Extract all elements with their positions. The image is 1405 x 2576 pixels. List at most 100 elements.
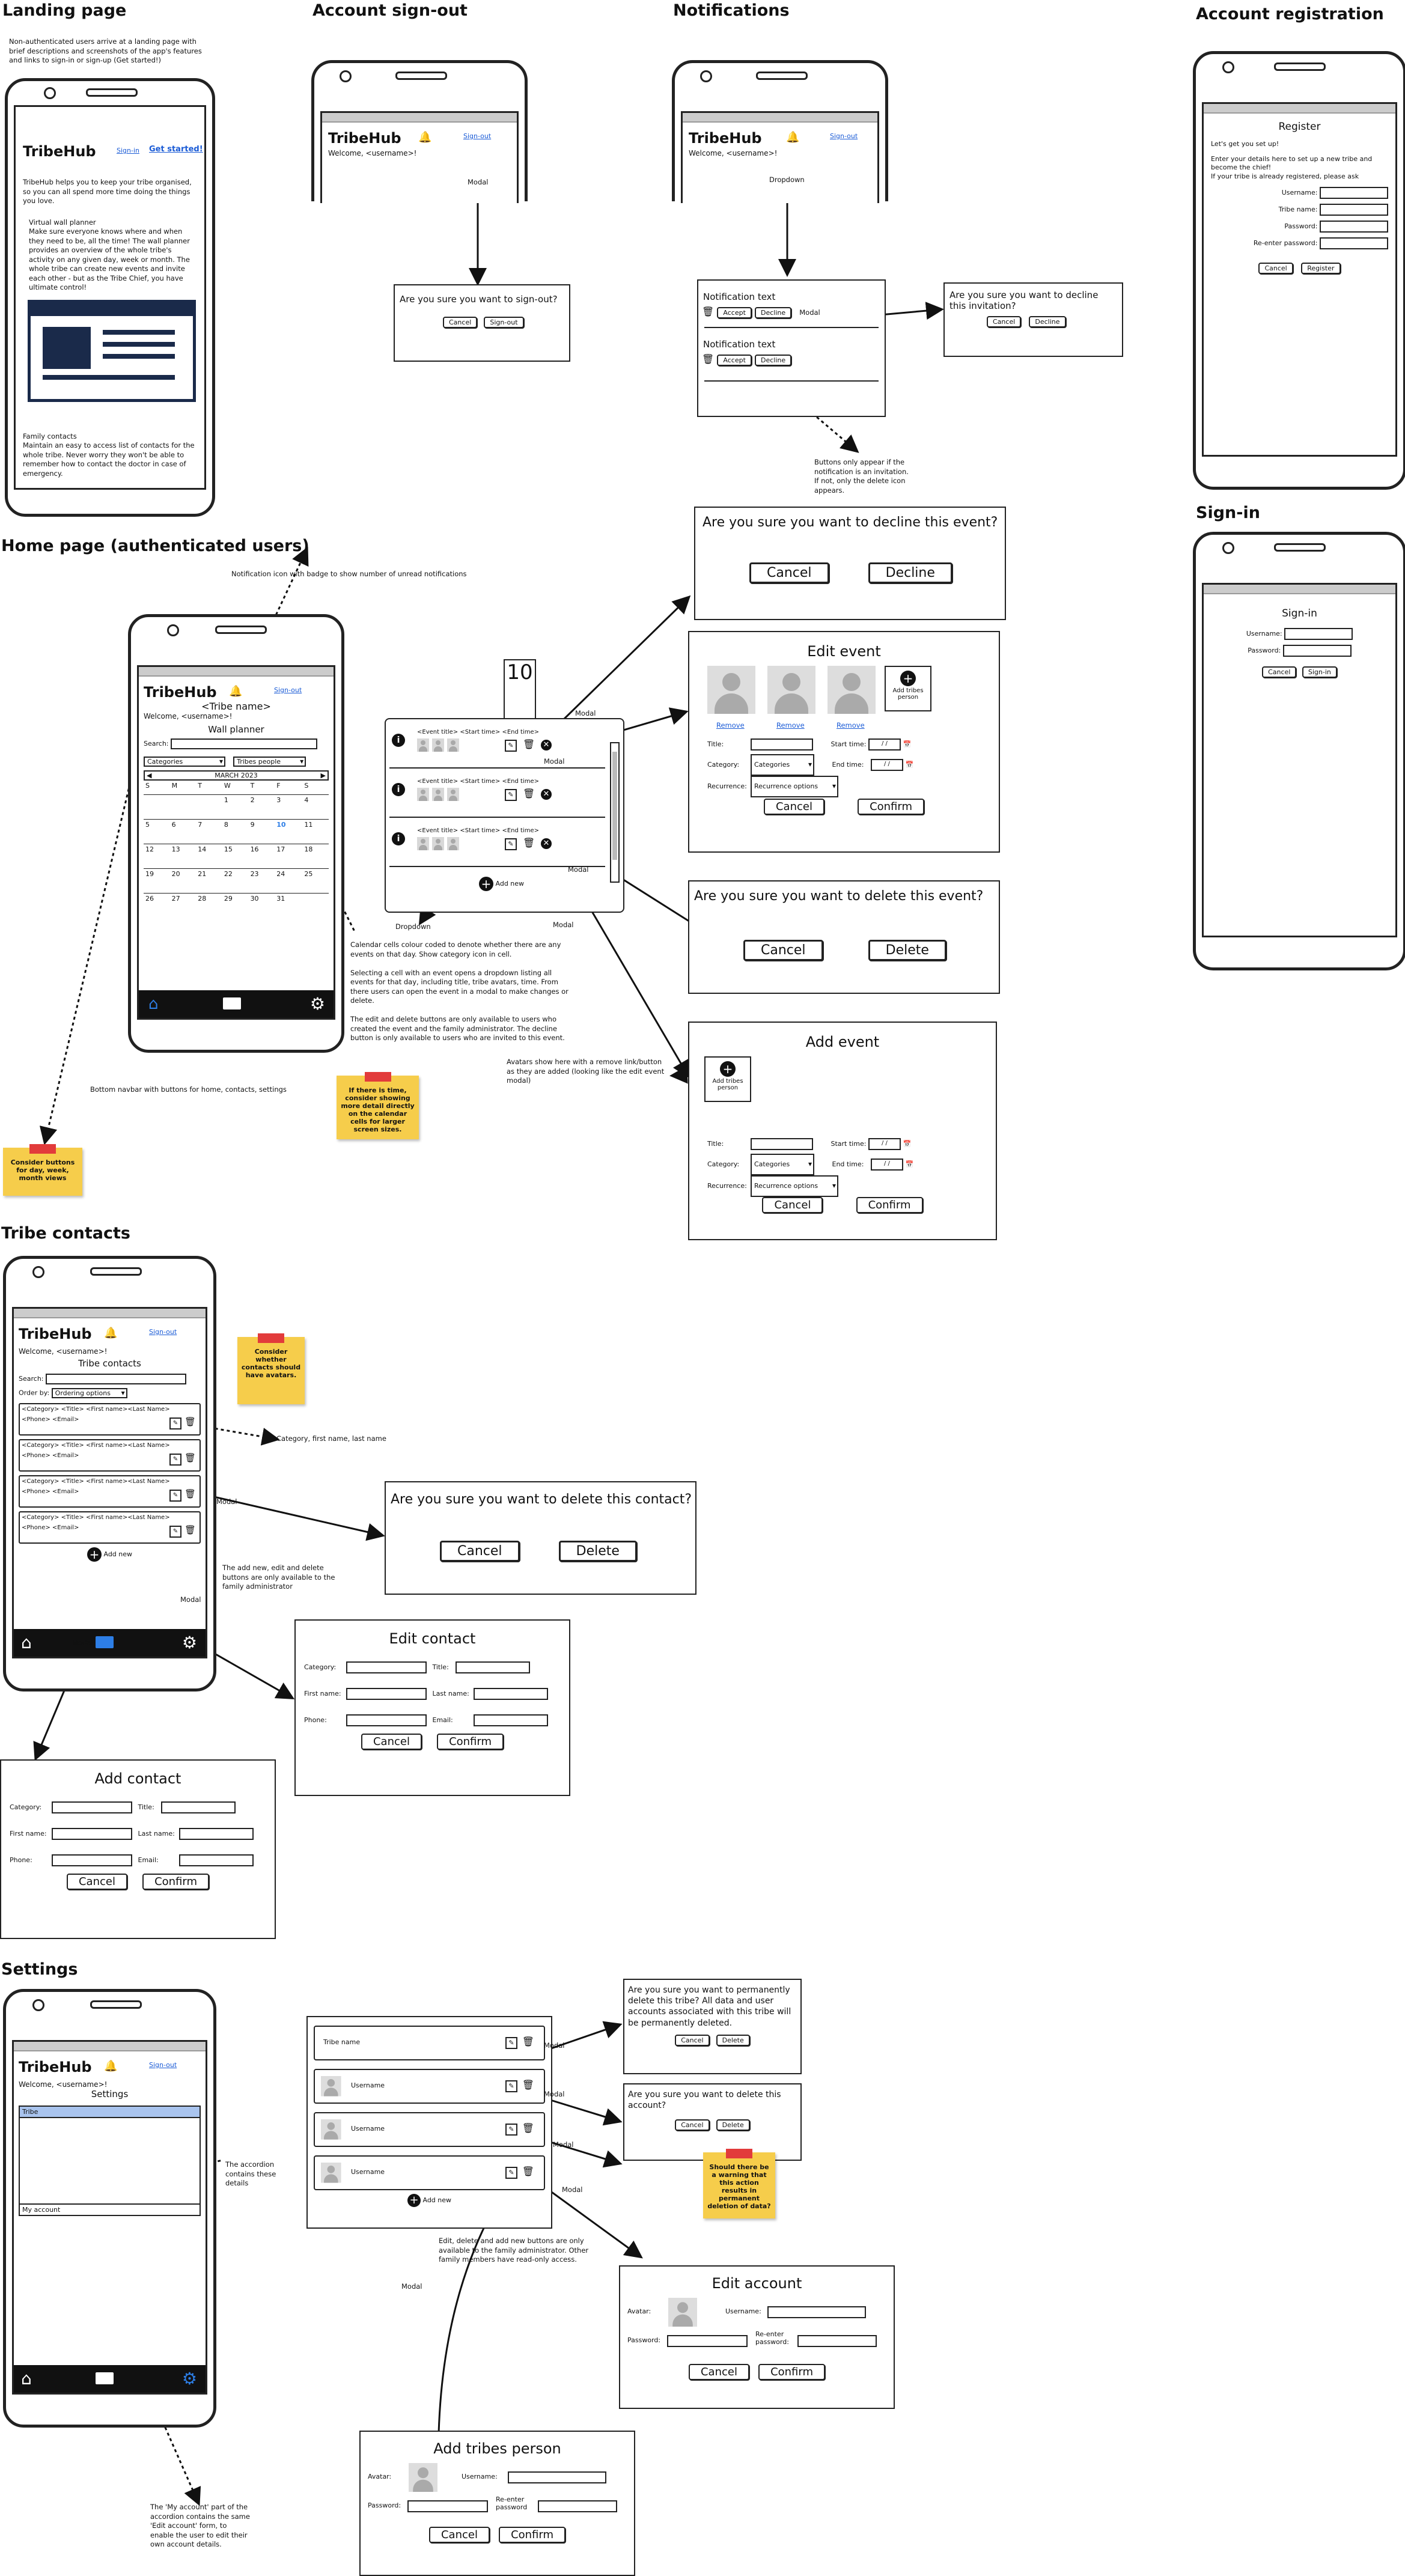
confirm-button[interactable]: Confirm <box>499 2527 566 2543</box>
title-input[interactable] <box>751 1138 813 1150</box>
trash-icon[interactable]: 🗑 <box>702 306 715 317</box>
calendar-day-cell[interactable]: 12 <box>144 844 170 869</box>
get-started-link[interactable]: Get started! <box>149 145 203 154</box>
decline-button[interactable]: Decline <box>1029 316 1066 327</box>
calendar-day-cell[interactable]: 15 <box>222 844 249 869</box>
signout-link[interactable]: Sign-out <box>149 2061 177 2069</box>
trash-icon[interactable]: 🗑 <box>522 2036 534 2047</box>
calendar-day-cell[interactable]: 23 <box>248 868 275 894</box>
cancel-button[interactable]: Cancel <box>1262 666 1297 678</box>
add-icon[interactable]: + <box>407 2194 421 2207</box>
edit-icon[interactable]: ✎ <box>169 1454 181 1466</box>
password-input[interactable] <box>407 2500 488 2512</box>
category-select[interactable]: Categories <box>751 1154 814 1175</box>
calendar-day-cell[interactable]: 7 <box>196 819 222 844</box>
decline-button[interactable]: Decline <box>755 355 792 366</box>
accordion-tribe-header[interactable]: Tribe <box>20 2107 200 2118</box>
title-input[interactable] <box>455 1661 530 1673</box>
prev-month-icon[interactable]: ◀ <box>147 772 152 779</box>
last-name-input[interactable] <box>178 1828 254 1840</box>
cancel-button[interactable]: Cancel <box>361 1734 422 1750</box>
title-input[interactable] <box>751 738 813 751</box>
calendar-day-cell[interactable]: 25 <box>302 868 329 894</box>
bell-icon[interactable]: 🔔 <box>418 131 432 144</box>
decline-icon[interactable]: ✕ <box>541 740 552 751</box>
home-icon[interactable]: ⌂ <box>21 2369 32 2389</box>
calendar-day-cell[interactable]: 16 <box>248 844 275 869</box>
gear-icon[interactable]: ⚙ <box>181 1633 197 1652</box>
next-month-icon[interactable]: ▶ <box>320 772 326 779</box>
info-icon[interactable]: i <box>392 832 405 845</box>
delete-button[interactable]: Delete <box>868 940 946 961</box>
avatar[interactable] <box>409 2463 437 2492</box>
trash-icon[interactable]: 🗑 <box>522 2122 534 2134</box>
cancel-button[interactable]: Cancel <box>66 1874 127 1890</box>
password-input[interactable] <box>1282 645 1352 657</box>
calendar-day-cell[interactable]: 31 <box>275 893 303 918</box>
calendar-day-cell[interactable]: 10 <box>275 819 303 844</box>
cancel-button[interactable]: Cancel <box>675 2034 710 2046</box>
calendar-icon[interactable]: 📅 <box>905 761 914 769</box>
trash-icon[interactable]: 🗑 <box>184 1416 196 1427</box>
confirm-button[interactable]: Confirm <box>856 1197 923 1213</box>
username-input[interactable] <box>1284 628 1353 640</box>
calendar-day-cell[interactable]: 4 <box>302 794 329 820</box>
edit-icon[interactable]: ✎ <box>505 789 517 801</box>
info-icon[interactable]: i <box>392 783 405 796</box>
cancel-button[interactable]: Cancel <box>987 316 1022 327</box>
calendar-day-cell[interactable]: 3 <box>275 794 303 820</box>
decline-icon[interactable]: ✕ <box>541 838 552 849</box>
cancel-button[interactable]: Cancel <box>440 1541 520 1562</box>
accordion-my-account-header[interactable]: My account <box>20 2203 200 2215</box>
calendar-day-cell[interactable] <box>302 893 329 918</box>
bell-icon[interactable]: 🔔 <box>229 685 243 698</box>
calendar-day-cell[interactable]: 8 <box>222 819 249 844</box>
signin-link[interactable]: Sign-in <box>117 147 139 154</box>
calendar-day-cell[interactable] <box>196 794 222 820</box>
add-icon[interactable]: + <box>479 877 493 891</box>
trash-icon[interactable]: 🗑 <box>522 2079 534 2090</box>
delete-button[interactable]: Delete <box>716 2119 750 2131</box>
trash-icon[interactable]: 🗑 <box>702 353 715 365</box>
confirm-button[interactable]: Confirm <box>758 2364 826 2380</box>
home-icon[interactable]: ⌂ <box>21 1633 32 1652</box>
username-input[interactable] <box>508 2471 606 2483</box>
scrollbar[interactable] <box>610 742 620 883</box>
calendar-day-cell[interactable] <box>169 794 197 820</box>
calendar-day-cell[interactable]: 24 <box>275 868 303 894</box>
cancel-button[interactable]: Cancel <box>743 940 823 961</box>
cancel-button[interactable]: Cancel <box>763 799 824 815</box>
register-button[interactable]: Register <box>1301 262 1341 274</box>
signout-link[interactable]: Sign-out <box>830 132 858 140</box>
password-input[interactable] <box>667 2335 748 2347</box>
decline-button[interactable]: Decline <box>868 562 952 583</box>
calendar-day-cell[interactable]: 27 <box>169 893 197 918</box>
signout-link[interactable]: Sign-out <box>149 1328 177 1336</box>
edit-icon[interactable]: ✎ <box>505 2124 517 2136</box>
calendar-icon[interactable]: 📅 <box>905 1160 914 1168</box>
search-input[interactable] <box>171 738 317 749</box>
calendar-day-cell[interactable]: 17 <box>275 844 303 869</box>
calendar-day-cell[interactable]: 18 <box>302 844 329 869</box>
contacts-icon[interactable] <box>96 2372 114 2384</box>
gear-icon[interactable]: ⚙ <box>309 994 325 1014</box>
calendar-icon[interactable]: 📅 <box>903 740 912 748</box>
gear-icon[interactable]: ⚙ <box>181 2369 197 2389</box>
calendar-day-cell[interactable]: 11 <box>302 819 329 844</box>
email-input[interactable] <box>473 1714 548 1726</box>
delete-button[interactable]: Delete <box>558 1541 637 1562</box>
categories-select[interactable]: Categories <box>144 757 225 767</box>
calendar-day-cell[interactable]: 9 <box>248 819 275 844</box>
decline-icon[interactable]: ✕ <box>541 789 552 800</box>
recurrence-select[interactable]: Recurrence options <box>751 1175 838 1197</box>
trash-icon[interactable]: 🗑 <box>523 788 535 799</box>
calendar-icon[interactable]: 📅 <box>903 1140 912 1148</box>
trash-icon[interactable]: 🗑 <box>184 1452 196 1463</box>
calendar-day-cell[interactable]: 30 <box>248 893 275 918</box>
decline-button[interactable]: Decline <box>755 307 792 318</box>
category-input[interactable] <box>52 1801 132 1813</box>
accept-button[interactable]: Accept <box>717 355 752 366</box>
password-input[interactable] <box>1320 220 1388 233</box>
calendar-day-cell[interactable]: 29 <box>222 893 249 918</box>
category-select[interactable]: Categories <box>751 754 814 776</box>
